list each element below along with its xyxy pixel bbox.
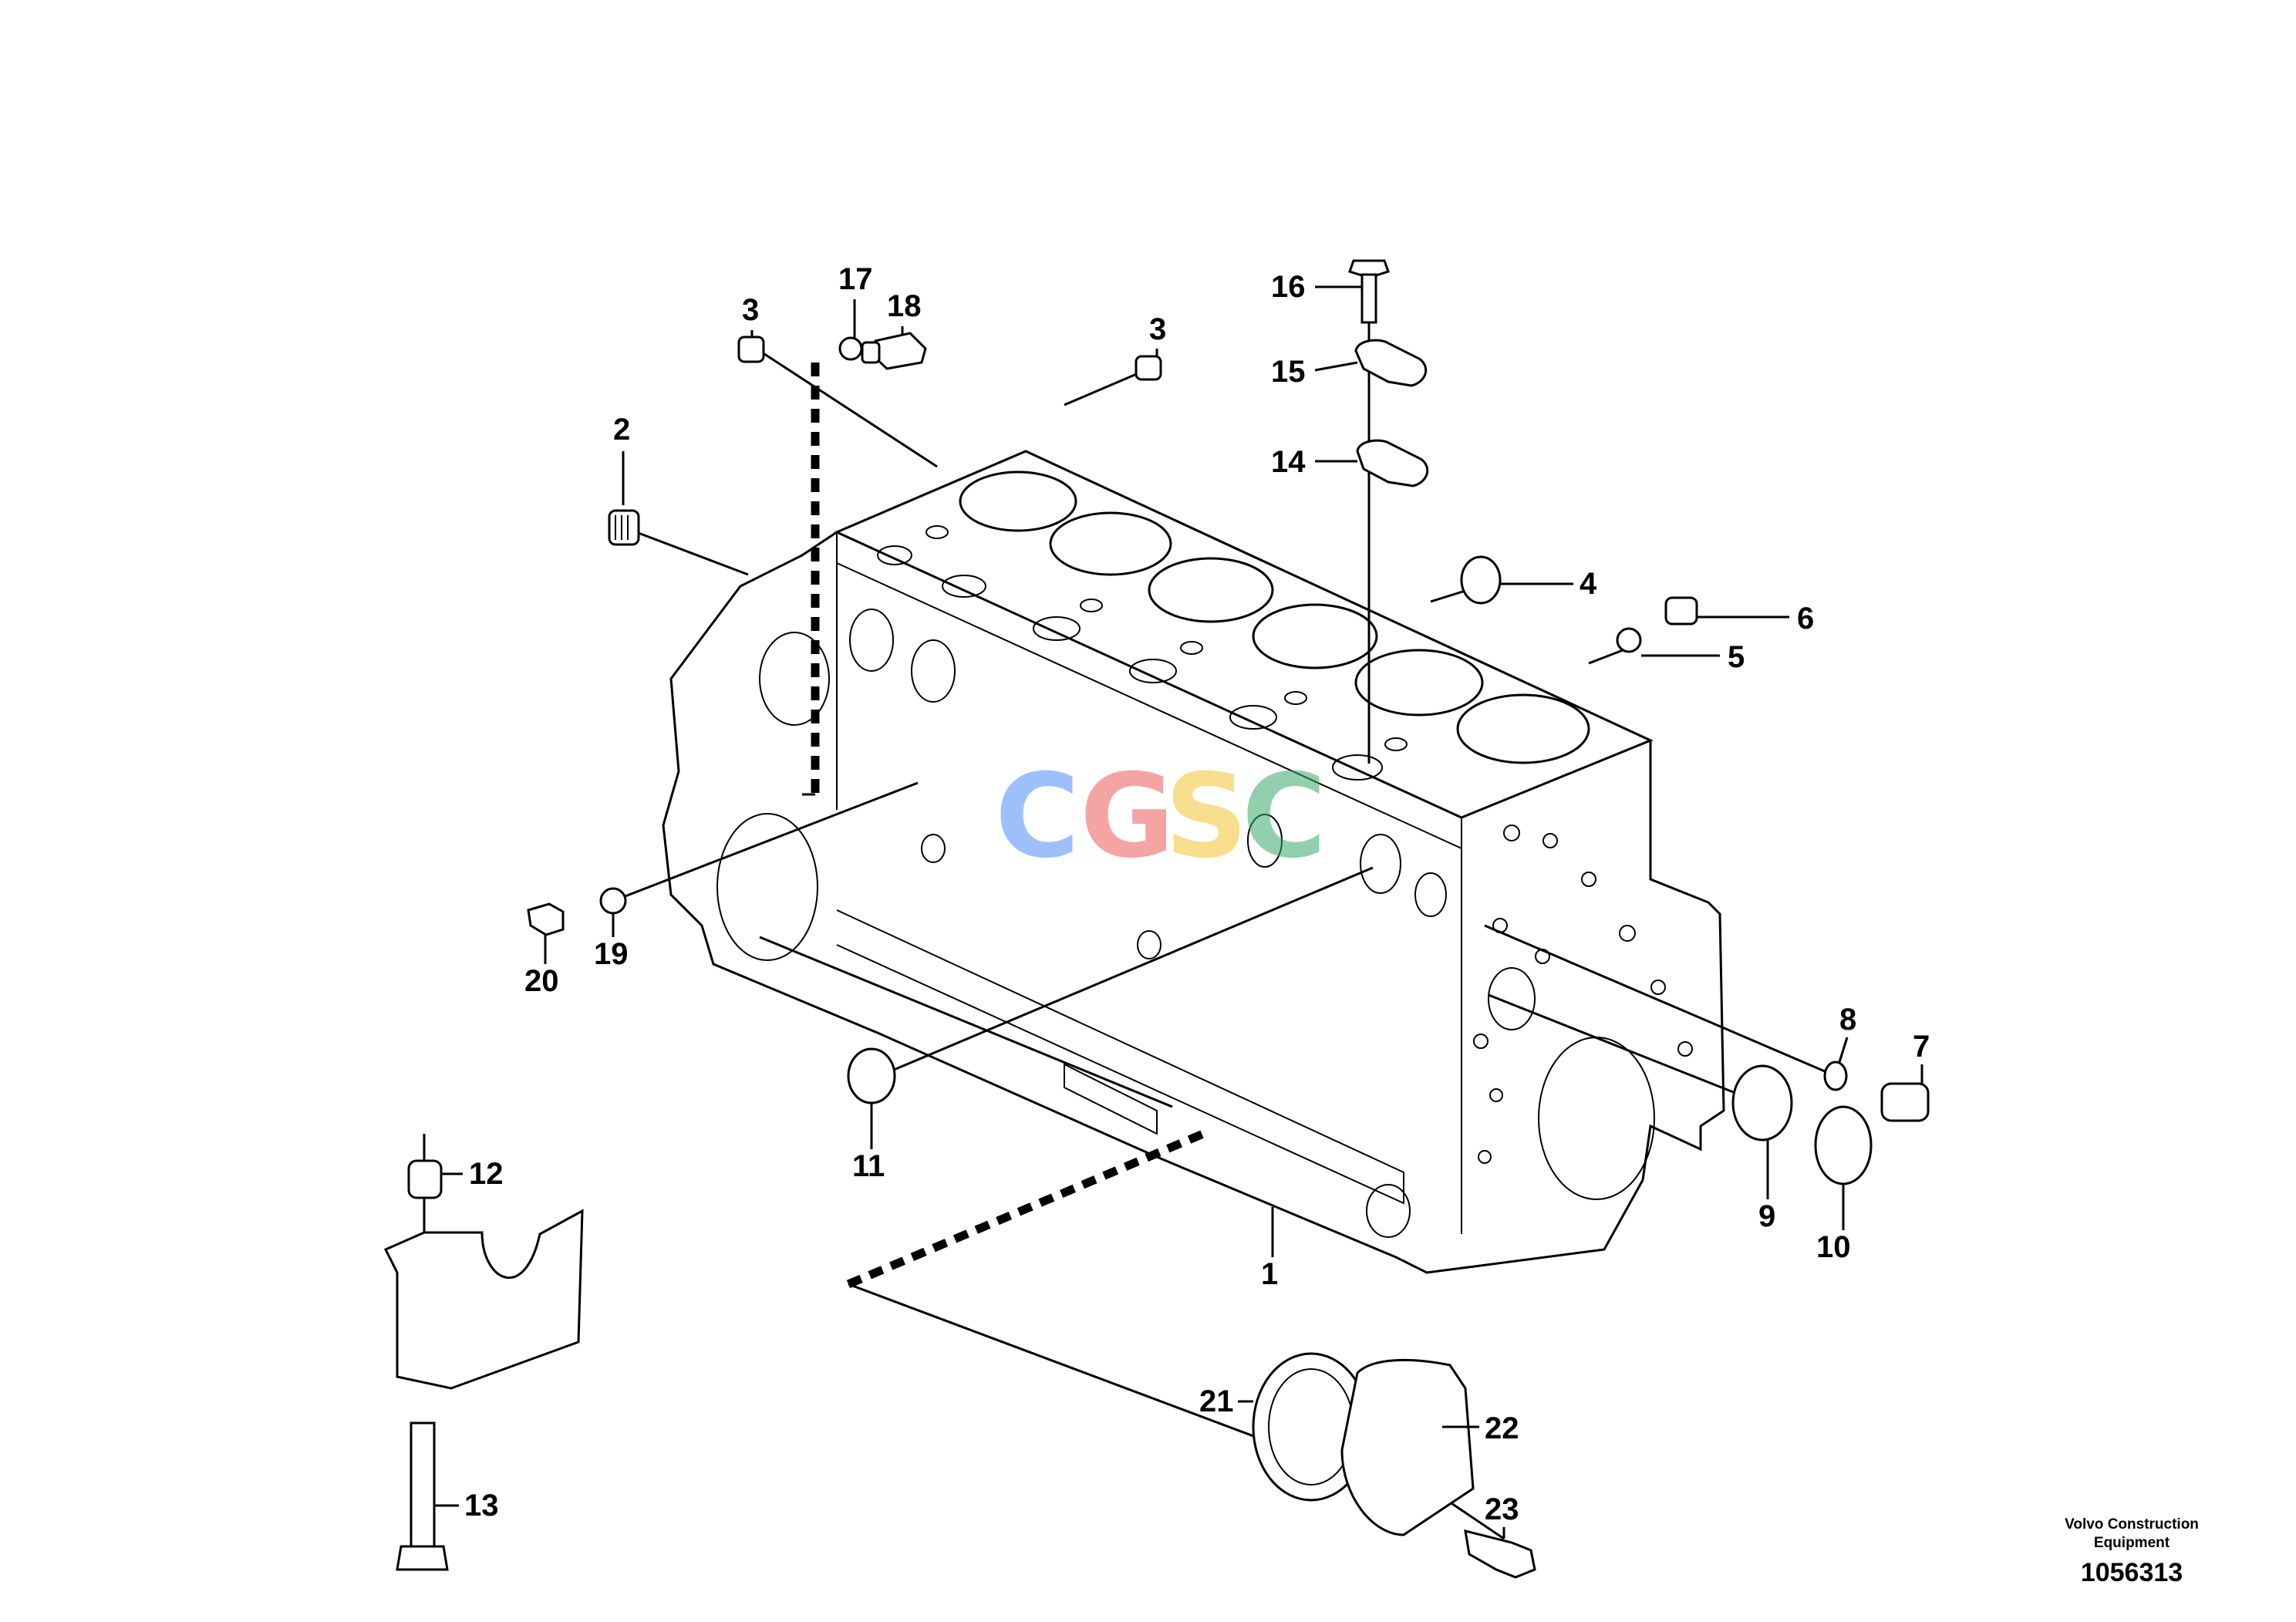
seal-part-11: [847, 1047, 896, 1104]
watermark-letter-2: G: [1080, 750, 1175, 884]
callout-19: 19: [594, 937, 629, 971]
washer-part-17: [838, 336, 863, 361]
callout-20: 20: [524, 964, 559, 998]
seal-part-9: [1731, 1064, 1793, 1141]
callout-4: 4: [1580, 567, 1597, 601]
bolt-part-13: [396, 1421, 449, 1571]
callout-2: 2: [613, 413, 630, 447]
callout-12: 12: [469, 1157, 504, 1191]
callout-14: 14: [1271, 445, 1306, 479]
callout-1: 1: [1261, 1257, 1278, 1291]
part-callouts: 1 2 3 3 4 5 6 7 8 9 10 11 12 13 14 15 16…: [434, 262, 1930, 1539]
dashed-ref-line-bottom: [846, 1129, 1205, 1289]
callout-8: 8: [1839, 1003, 1856, 1037]
callout-3-right: 3: [1149, 312, 1166, 346]
callout-6: 6: [1797, 602, 1814, 636]
cover-plate-part-15: [1354, 339, 1428, 387]
washer-part-19: [599, 887, 627, 915]
cylinder-block: [662, 450, 1725, 1274]
bearing-cap: [383, 1209, 584, 1390]
callout-9: 9: [1758, 1199, 1775, 1233]
callout-16: 16: [1271, 270, 1306, 304]
callout-18: 18: [887, 289, 922, 323]
callout-7: 7: [1913, 1030, 1930, 1064]
plug-part-3-left: [737, 336, 765, 363]
seal-part-10: [1814, 1105, 1873, 1185]
callout-17: 17: [838, 262, 873, 296]
callout-22: 22: [1485, 1411, 1519, 1445]
cap-part-4: [1460, 555, 1502, 605]
bolt-part-16: [1348, 259, 1390, 324]
plug-part-2: [608, 509, 640, 546]
watermark: C G S C: [995, 750, 1327, 884]
dowel-part-12: [407, 1159, 443, 1199]
plug-part-6: [1664, 596, 1698, 626]
callout-11: 11: [852, 1149, 885, 1183]
watermark-letter-4: C: [1242, 750, 1327, 884]
callout-5: 5: [1728, 640, 1745, 674]
plug-part-3-right: [1135, 355, 1162, 381]
callout-13: 13: [464, 1489, 499, 1523]
o-ring-part-8: [1823, 1061, 1848, 1091]
bolt-part-18: [861, 332, 927, 370]
callout-10: 10: [1816, 1230, 1851, 1264]
watermark-letter-3: S: [1165, 750, 1248, 884]
plug-part-7: [1880, 1082, 1930, 1122]
bolt-part-23: [1464, 1529, 1536, 1579]
callout-23: 23: [1485, 1492, 1519, 1526]
deck-holes: [877, 525, 1408, 781]
document-number: 1056313: [2080, 1558, 2183, 1587]
company-name: Volvo Construction Equipment: [2065, 1516, 2199, 1551]
front-face-holes: [1473, 824, 1693, 1164]
washer-part-5: [1616, 627, 1642, 653]
cylinder-bores: [959, 470, 1590, 764]
brand-block: Volvo Construction Equipment 1056313: [2039, 1516, 2224, 1590]
watermark-letter-1: C: [995, 750, 1080, 884]
gasket-part-14: [1356, 439, 1429, 487]
bolt-part-20: [527, 902, 565, 936]
callout-3-left: 3: [742, 293, 759, 327]
callout-15: 15: [1271, 355, 1306, 389]
callout-21: 21: [1199, 1384, 1234, 1418]
cover-plate-part-22: [1340, 1358, 1475, 1536]
